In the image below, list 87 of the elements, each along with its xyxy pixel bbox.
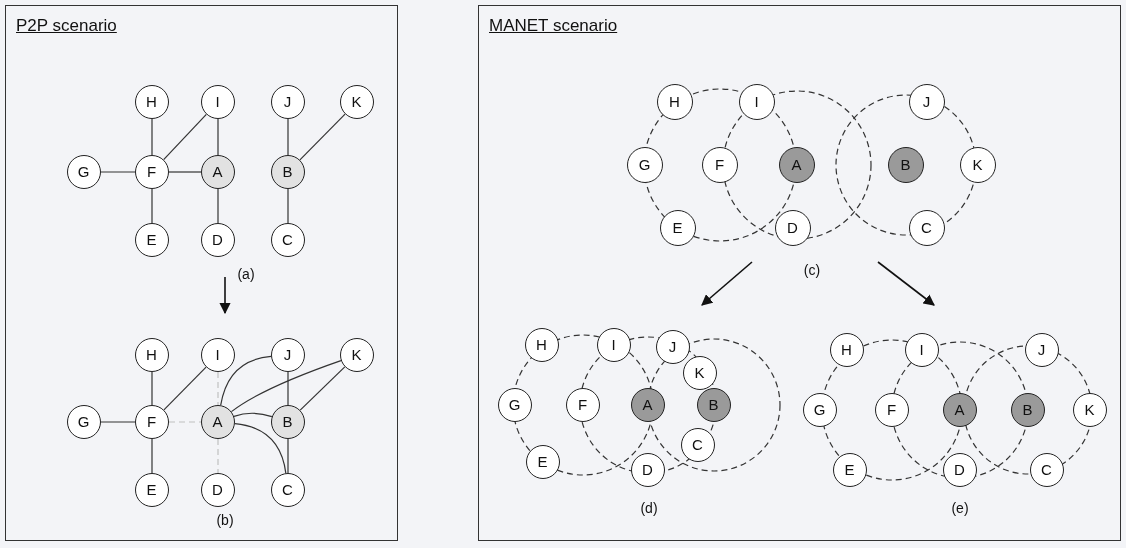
network-node: I (200, 84, 235, 119)
network-node: C (908, 209, 945, 246)
network-node: E (832, 452, 867, 487)
link-line (168, 171, 202, 173)
link-line (233, 412, 273, 418)
network-node: J (1024, 332, 1059, 367)
network-node: D (630, 452, 665, 487)
link-line (100, 171, 136, 173)
network-node: I (596, 327, 631, 362)
link-line (234, 423, 287, 474)
network-node: K (959, 146, 996, 183)
network-node: K (339, 84, 374, 119)
network-node: J (655, 329, 690, 364)
network-node: A (630, 387, 665, 422)
panel-heading: P2P scenario (16, 16, 117, 36)
network-node: H (524, 327, 559, 362)
link-line (100, 421, 136, 423)
scenario-panel (5, 5, 398, 541)
link-line (299, 366, 346, 411)
network-node: I (904, 332, 939, 367)
link-line (217, 118, 219, 156)
link-line (287, 438, 289, 474)
scenario-panel (478, 5, 1121, 541)
network-node: A (942, 392, 977, 427)
link-line (217, 438, 219, 474)
network-node: J (270, 84, 305, 119)
figure-label: (d) (640, 500, 658, 516)
network-node: J (908, 83, 945, 120)
network-node: F (134, 154, 169, 189)
network-node: A (200, 154, 235, 189)
network-node: I (738, 83, 775, 120)
network-node: B (1010, 392, 1045, 427)
network-node: F (701, 146, 738, 183)
network-node: K (339, 337, 374, 372)
network-node: D (200, 222, 235, 257)
link-line (163, 113, 207, 161)
network-node: D (942, 452, 977, 487)
figure-label: (e) (951, 500, 969, 516)
network-node: G (66, 154, 101, 189)
figure-label: (c) (803, 262, 821, 278)
panel-heading: MANET scenario (489, 16, 618, 36)
link-line (151, 438, 153, 474)
link-line (287, 371, 289, 406)
network-node: C (270, 222, 305, 257)
link-line (217, 371, 219, 406)
network-node: K (682, 355, 717, 390)
network-node: E (134, 472, 169, 507)
network-node: F (134, 404, 169, 439)
link-line (230, 359, 342, 413)
link-line (151, 188, 153, 224)
link-line (220, 355, 272, 406)
figure-label: (a) (237, 266, 255, 282)
network-node: H (656, 83, 693, 120)
network-node: G (626, 146, 663, 183)
link-line (299, 113, 346, 161)
network-node: B (887, 146, 924, 183)
network-node: G (802, 392, 837, 427)
network-node: B (270, 404, 305, 439)
network-node: E (525, 444, 560, 479)
network-node: J (270, 337, 305, 372)
link-line (163, 366, 207, 411)
network-node: H (134, 337, 169, 372)
network-node: C (1029, 452, 1064, 487)
network-node: D (200, 472, 235, 507)
network-node: E (134, 222, 169, 257)
network-node: G (66, 404, 101, 439)
network-node: A (200, 404, 235, 439)
network-node: F (565, 387, 600, 422)
network-node: G (497, 387, 532, 422)
network-node: I (200, 337, 235, 372)
figure-label: (b) (216, 512, 234, 528)
network-node: D (774, 209, 811, 246)
network-node: C (680, 427, 715, 462)
link-line (287, 188, 289, 224)
link-line (151, 118, 153, 156)
link-line (151, 371, 153, 406)
network-node: K (1072, 392, 1107, 427)
network-node: B (696, 387, 731, 422)
network-node: C (270, 472, 305, 507)
network-node: F (874, 392, 909, 427)
link-line (217, 188, 219, 224)
network-node: A (778, 146, 815, 183)
network-node: E (659, 209, 696, 246)
network-node: B (270, 154, 305, 189)
link-line (287, 118, 289, 156)
network-node: H (134, 84, 169, 119)
network-node: H (829, 332, 864, 367)
